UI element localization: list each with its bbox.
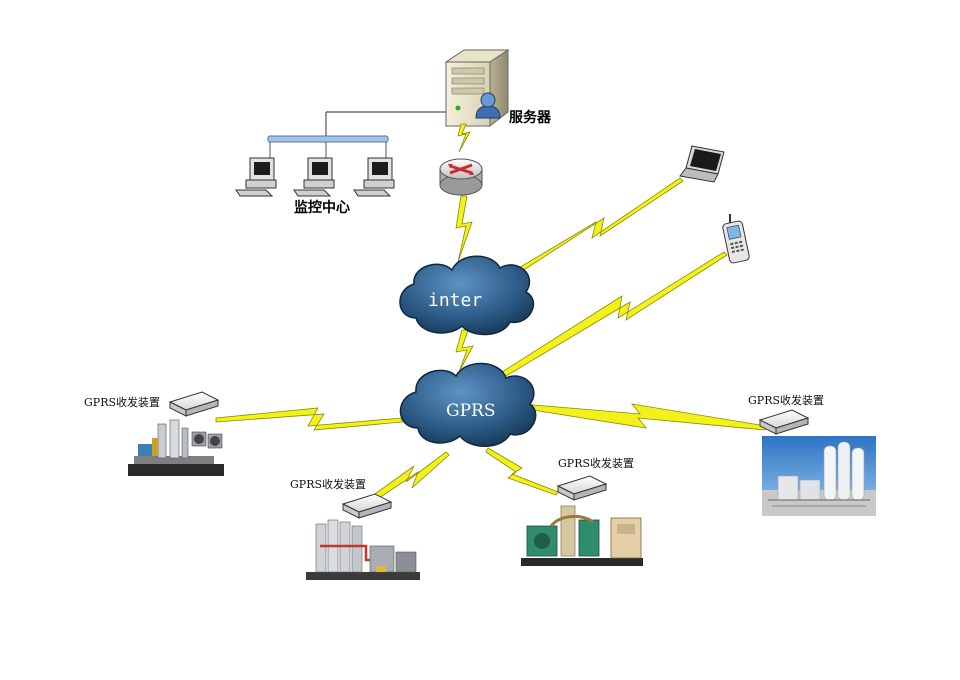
internet-cloud: inter: [399, 255, 535, 336]
internet-cloud-label: inter: [428, 290, 482, 311]
monitor-center-label: 监控中心: [294, 199, 350, 216]
monitor-center-network: [267, 111, 447, 162]
equipment-photo: [762, 436, 876, 516]
mobile-phone-icon: [722, 214, 750, 264]
gprs-device-label-3: GPRS收发装置: [558, 456, 634, 470]
gprs-device-label-1: GPRS收发装置: [84, 395, 160, 409]
gprs-device-label-4: GPRS收发装置: [748, 393, 824, 407]
server-icon: [444, 49, 510, 128]
user-icon: [475, 92, 501, 119]
equipment-photo: [521, 505, 643, 566]
gprs-modem-icon: [168, 391, 220, 417]
laptop-icon: [679, 145, 725, 183]
gprs-modem-icon: [341, 493, 393, 519]
server-label: 服务器: [509, 109, 552, 126]
pc-icon: [353, 157, 395, 197]
pc-icon: [293, 157, 335, 197]
equipment-photo: [306, 519, 420, 580]
equipment-photo: [128, 419, 224, 476]
gprs-cloud-label: GPRS: [446, 401, 495, 421]
gprs-modem-icon: [556, 475, 608, 501]
gprs-cloud: GPRS: [399, 362, 537, 447]
pc-icon: [235, 157, 277, 197]
gprs-device-label-2: GPRS收发装置: [290, 477, 366, 491]
wireless-links: [215, 123, 767, 501]
router-icon: [439, 158, 483, 196]
gprs-modem-icon: [758, 409, 810, 435]
